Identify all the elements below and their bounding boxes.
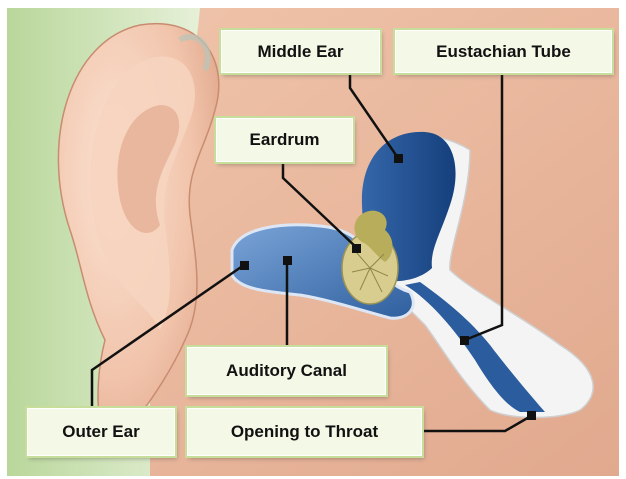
dot-auditory-canal [283, 256, 292, 265]
label-opening-to-throat: Opening to Throat [187, 408, 422, 456]
dot-outer-ear [240, 261, 249, 270]
label-eustachian-tube: Eustachian Tube [395, 30, 612, 73]
label-auditory-canal: Auditory Canal [187, 347, 386, 395]
dot-opening-to-throat [527, 411, 536, 420]
dot-eardrum [352, 244, 361, 253]
dot-middle-ear [394, 154, 403, 163]
label-outer-ear: Outer Ear [27, 408, 175, 456]
dot-eustachian-tube [460, 336, 469, 345]
label-eardrum: Eardrum [216, 118, 353, 162]
label-middle-ear: Middle Ear [221, 30, 380, 73]
